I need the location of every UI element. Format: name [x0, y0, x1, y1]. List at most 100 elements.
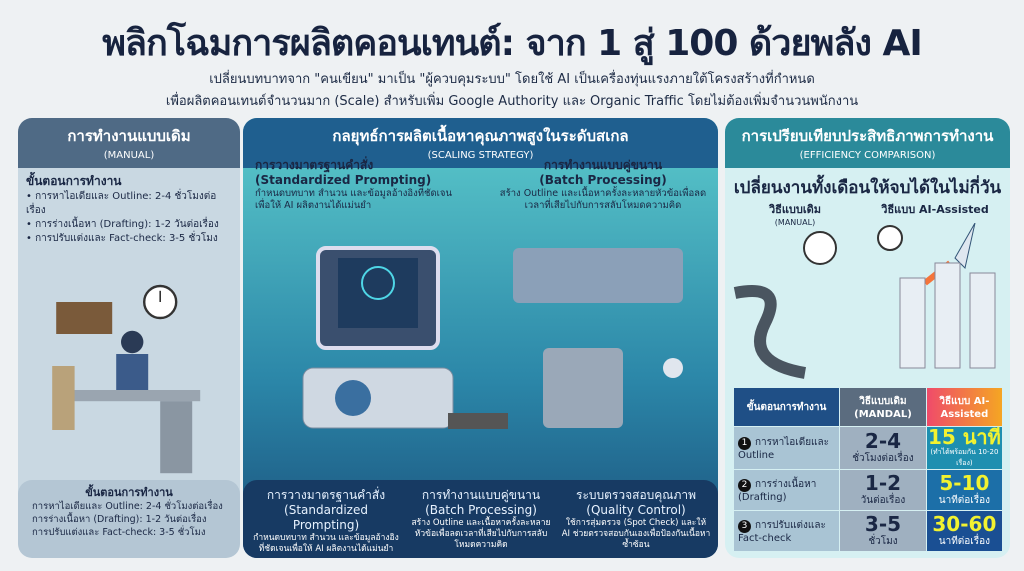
summary-title: การทำงานแบบคู่ขนาน [421, 488, 541, 502]
col-header-step: ขั้นตอนการทำงาน [734, 388, 840, 426]
summary-prompting: การวางมาตรฐานคำสั่ง (Standardized Prompt… [251, 488, 401, 555]
batch-machine-icon [513, 248, 683, 303]
summary-qc: ระบบตรวจสอบคุณภาพ (Quality Control) ใช้ก… [561, 488, 711, 551]
subtitle-line-2: เพื่อผลิตคอนเทนต์จำนวนมาก (Scale) สำหรับ… [165, 94, 859, 109]
efficiency-header: การเปรียบเทียบประสิทธิภาพการทำงาน (EFFIC… [725, 118, 1010, 168]
scaling-strategy-panel: กลยุทธ์การผลิตเนื้อหาคุณภาพสูงในระดับสเก… [243, 118, 718, 558]
ai-unit: นาทีต่อเรื่อง [938, 494, 990, 506]
summary-title-en: (Standardized Prompting) [284, 503, 368, 532]
document-stack-icon [934, 262, 961, 369]
batch-block: การทำงานแบบคู่ขนาน (Batch Processing) สร… [498, 158, 708, 212]
manual-value: 3-5 [864, 511, 902, 536]
prompting-block: การวางมาตรฐานคำสั่ง (Standardized Prompt… [255, 158, 455, 212]
winding-road-icon [733, 285, 807, 379]
step-item: • การปรับแต่งและ Fact-check: 3-5 ชั่วโมง [26, 233, 218, 244]
manual-panel: การทำงานแบบเดิม (MANUAL) ขั้นตอนการทำงาน… [18, 118, 240, 558]
block-desc: สร้าง Outline และเนื้อหาครั้งละหลายหัวข้… [499, 188, 707, 211]
step-item: การร่างเนื้อหา (Drafting): 1-2 วันต่อเรื… [32, 514, 207, 525]
ai-value: 30-60 [932, 511, 997, 536]
manual-title: การทำงานแบบเดิม [67, 127, 191, 145]
block-title: การทำงานแบบคู่ขนาน [543, 158, 663, 172]
summary-desc: สร้าง Outline และเนื้อหาครั้งละหลายหัวข้… [411, 518, 551, 550]
ai-machine-illustration [302, 246, 683, 429]
rocket-icon [954, 223, 976, 269]
manual-steps: ขั้นตอนการทำงาน • การหาไอเดียและ Outline… [18, 168, 240, 252]
manual-unit: วันต่อเรื่อง [860, 494, 906, 506]
step-item: การปรับแต่งและ Fact-check: 3-5 ชั่วโมง [32, 527, 206, 538]
step-item: • การหาไอเดียและ Outline: 2-4 ชั่วโมงต่อ… [26, 191, 217, 216]
efficiency-title: การเปรียบเทียบประสิทธิภาพการทำงาน [741, 127, 994, 145]
brain-icon [361, 266, 395, 300]
block-title-en: (Batch Processing) [539, 173, 667, 187]
subtitle-line-1: เปลี่ยนบทบาทจาก "คนเขียน" มาเป็น "ผู้ควบ… [209, 72, 815, 87]
row-ai: 15 นาที(ทำได้พร้อมกัน 10-20 เรื่อง) [926, 425, 1002, 469]
manual-value: 2-4 [864, 428, 902, 453]
manual-panel-header: การทำงานแบบเดิม (MANUAL) [18, 118, 240, 168]
col-header-ai: วิธีแบบ AI-Assisted [926, 388, 1002, 426]
clock-icon [803, 231, 837, 265]
bookshelf-icon [56, 302, 113, 334]
ai-value: 5-10 [939, 470, 990, 495]
conveyor-icon [448, 413, 508, 429]
step-item: การหาไอเดียและ Outline: 2-4 ชั่วโมงต่อเร… [32, 501, 223, 512]
steps-title: ขั้นตอนการทำงาน [26, 174, 122, 188]
manual-unit: ชั่วโมง [868, 535, 898, 547]
document-stack-icon [899, 277, 926, 369]
robot-icon [663, 358, 683, 378]
manual-label-sub: (MANUAL) [774, 218, 816, 227]
strategy-title: กลยุทธ์การผลิตเนื้อหาคุณภาพสูงในระดับสเก… [332, 127, 629, 145]
paper-stack-icon [52, 366, 75, 430]
manual-label: วิธีแบบเดิม (MANUAL) [745, 200, 845, 227]
block-title-en: (Standardized Prompting) [255, 173, 432, 187]
step-number-badge: 2 [738, 479, 751, 492]
manual-subtitle: (MANUAL) [103, 150, 155, 161]
step-label: การร่างเนื้อหา (Drafting) [738, 479, 817, 503]
qc-machine-icon [543, 348, 623, 428]
efficiency-subtitle: (EFFICIENCY COMPARISON) [799, 150, 936, 161]
manual-value: 1-2 [864, 470, 902, 495]
road-vs-rocket-illustration [733, 223, 996, 379]
step-item: • การร่างเนื้อหา (Drafting): 1-2 วันต่อเ… [26, 219, 219, 230]
page-title: พลิกโฉมการผลิตคอนเทนต์: จาก 1 สู่ 100 ด้… [102, 23, 923, 64]
summary-title-en: (Batch Processing) [425, 503, 537, 517]
writer-at-desk-illustration [52, 284, 201, 474]
block-desc: กำหนดบทบาท สำนวน และข้อมูลอ้างอิงที่ชัดเ… [255, 188, 452, 211]
col-header-manual: วิธีแบบเดิม (MANDAL) [840, 388, 926, 426]
strategy-header: กลยุทธ์การผลิตเนื้อหาคุณภาพสูงในระดับสเก… [243, 118, 718, 168]
summary-desc: กำหนดบทบาท สำนวน และข้อมูลอ้างอิงที่ชัดเ… [253, 533, 399, 554]
comparison-table: ขั้นตอนการทำงาน วิธีแบบเดิม (MANDAL) วิธ… [733, 387, 1003, 552]
manual-label-text: วิธีแบบเดิม [768, 203, 822, 216]
ai-unit: นาทีต่อเรื่อง [938, 535, 990, 547]
summary-title: การวางมาตรฐานคำสั่ง [266, 488, 386, 502]
summary-desc: ใช้การสุ่มตรวจ (Spot Check) และให้ AI ช่… [561, 518, 711, 550]
summary-title: ระบบตรวจสอบคุณภาพ [576, 488, 696, 502]
stopwatch-icon [877, 225, 903, 251]
bottom-steps-title: ขั้นตอนการทำงาน [85, 486, 173, 499]
person-icon [121, 330, 144, 354]
block-title: การวางมาตรฐานคำสั่ง [255, 158, 374, 172]
step-number-badge: 1 [738, 437, 751, 450]
ai-value: 15 นาที [927, 425, 1001, 449]
strategy-summary-bar: การวางมาตรฐานคำสั่ง (Standardized Prompt… [243, 480, 718, 558]
strategy-subtitle: (SCALING STRATEGY) [427, 150, 534, 161]
summary-title-en: (Quality Control) [586, 503, 686, 517]
step-label: การปรับแต่งและ Fact-check [738, 520, 826, 544]
document-stack-icon [969, 272, 996, 369]
step-label: การหาไอเดียและ Outline [738, 437, 829, 461]
step-number-badge: 3 [738, 520, 751, 533]
ai-unit: (ทำได้พร้อมกัน 10-20 เรื่อง) [930, 448, 999, 467]
efficiency-panel: การเปรียบเทียบประสิทธิภาพการทำงาน (EFFIC… [725, 118, 1010, 558]
manual-bottom-card: ขั้นตอนการทำงาน การหาไอเดียและ Outline: … [18, 480, 240, 558]
manual-unit: ชั่วโมงต่อเรื่อง [852, 452, 914, 464]
efficiency-headline: เปลี่ยนงานทั้งเดือนให้จบได้ในไม่กี่วัน [733, 178, 1002, 198]
